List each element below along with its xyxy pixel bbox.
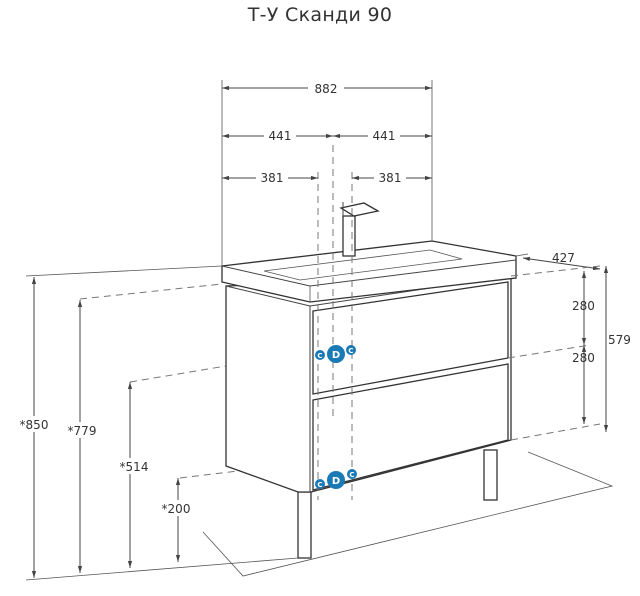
- svg-text:C: C: [317, 481, 322, 489]
- dim-left-heights: *850 *779 *514 *200: [14, 265, 299, 581]
- diagram-title: Т-У Сканди 90: [247, 4, 393, 26]
- svg-text:882: 882: [315, 82, 338, 96]
- dim-441: 441 441: [222, 128, 432, 143]
- wall-dash-1: [79, 283, 223, 300]
- svg-text:381: 381: [261, 171, 284, 185]
- svg-text:280: 280: [572, 351, 595, 365]
- svg-text:579: 579: [608, 333, 631, 347]
- dim-427: 427: [515, 251, 601, 271]
- svg-text:*514: *514: [120, 460, 149, 474]
- svg-text:441: 441: [373, 129, 396, 143]
- svg-text:280: 280: [572, 299, 595, 313]
- svg-text:D: D: [332, 350, 340, 361]
- svg-text:381: 381: [379, 171, 402, 185]
- svg-text:C: C: [349, 471, 354, 479]
- svg-text:*779: *779: [68, 424, 97, 438]
- svg-text:427: 427: [552, 251, 575, 265]
- svg-text:C: C: [348, 347, 353, 355]
- svg-text:D: D: [332, 476, 340, 487]
- connection-markers-lower: C D C: [315, 469, 357, 489]
- svg-text:*200: *200: [162, 502, 191, 516]
- dim-882: 882: [222, 80, 432, 96]
- drawer-bottom: [312, 363, 509, 491]
- svg-text:441: 441: [269, 129, 292, 143]
- dim-381: 381 381: [222, 170, 432, 185]
- svg-text:C: C: [317, 352, 322, 360]
- connection-markers-upper: C D C: [315, 345, 356, 363]
- floor-outline: [202, 451, 614, 577]
- dim-right-heights: 280 280 579: [507, 265, 631, 441]
- svg-text:*850: *850: [20, 418, 49, 432]
- wall-dash-2: [129, 351, 311, 383]
